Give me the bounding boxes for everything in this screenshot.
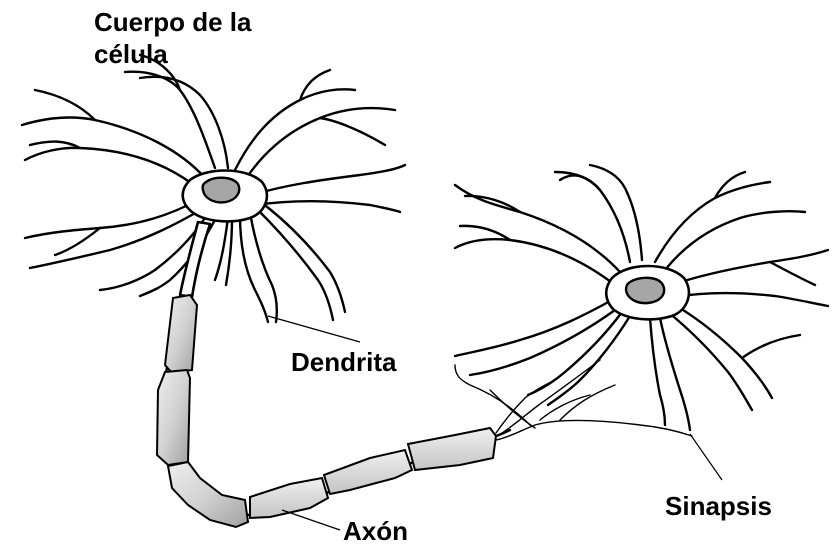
axon [157, 295, 692, 527]
right-nucleus [626, 278, 664, 303]
synapse-pointer [690, 434, 722, 480]
myelin-segment [324, 450, 412, 494]
myelin-segment [168, 462, 248, 527]
axon-label: Axón [343, 515, 408, 547]
myelin-segment [165, 295, 197, 373]
dendrite-pointer [268, 316, 360, 342]
myelin-segment [157, 370, 190, 465]
axon-pointer [282, 510, 340, 530]
dendrite-label: Dendrita [291, 346, 396, 378]
cell-body-label-line1: Cuerpo de la [94, 6, 251, 38]
cell-body-label-line2: célula [94, 38, 251, 70]
left-neuron [22, 55, 405, 322]
right-neuron [455, 165, 828, 430]
synapse-label: Sinapsis [665, 490, 772, 522]
cell-body-label: Cuerpo de la célula [94, 6, 251, 70]
left-nucleus [203, 178, 240, 203]
myelin-segment [408, 428, 496, 470]
left-axon-hillock [180, 222, 210, 297]
